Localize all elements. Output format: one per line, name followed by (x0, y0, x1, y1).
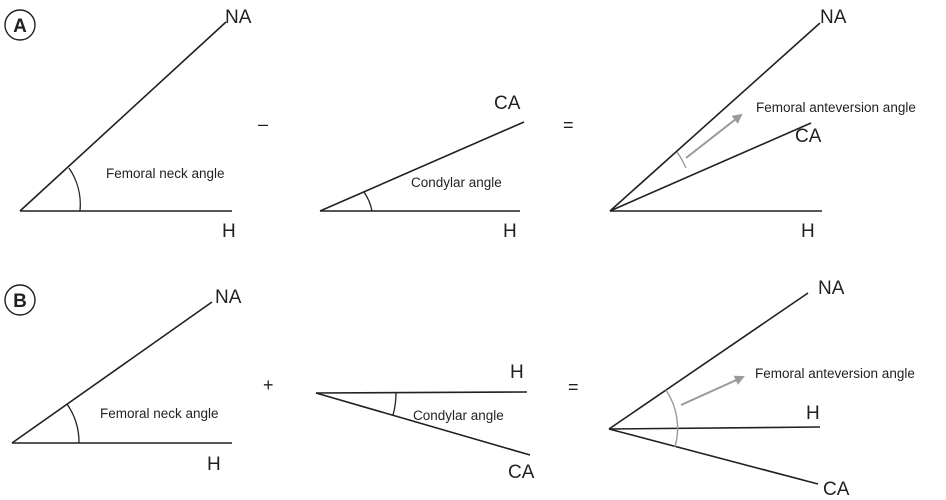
na-label: NA (820, 7, 847, 28)
equals-operator: = (568, 377, 579, 397)
svg-text:A: A (13, 16, 27, 37)
panel-b-condylar-angle-figure: H CA Condylar angle (315, 362, 535, 483)
neck-angle-arc (66, 403, 80, 444)
neck-axis-line (609, 22, 821, 212)
condylar-angle-label: Condylar angle (411, 175, 502, 190)
na-label: NA (225, 7, 252, 28)
panel-b: B NA H Femoral neck angle + H CA Condyla… (4, 278, 915, 500)
ca-label: CA (823, 479, 850, 500)
condylar-angle-arc (392, 392, 397, 416)
neck-angle-label: Femoral neck angle (100, 406, 219, 421)
neck-angle-label: Femoral neck angle (106, 166, 225, 181)
h-label: H (801, 221, 815, 242)
condylar-angle-label: Condylar angle (413, 408, 504, 423)
panel-a-anteversion-figure: NA CA H Femoral anteversion angle (609, 7, 916, 242)
anteversion-arrow (685, 113, 743, 159)
equals-operator: = (563, 115, 574, 135)
anteversion-angle-label: Femoral anteversion angle (755, 366, 915, 381)
horizontal-line (315, 391, 528, 394)
h-label: H (503, 221, 517, 242)
condylar-axis-line (319, 121, 525, 212)
na-label: NA (818, 278, 845, 299)
panel-b-anteversion-figure: NA H CA Femoral anteversion angle (608, 278, 915, 500)
anteversion-angle-arc (676, 151, 687, 169)
anteversion-angle-label: Femoral anteversion angle (756, 100, 916, 115)
neck-angle-arc (68, 167, 81, 212)
anteversion-arrow (680, 375, 745, 406)
horizontal-line (608, 426, 821, 430)
condylar-angle-arc (363, 191, 373, 212)
h-label: H (207, 454, 221, 475)
condylar-axis-line (608, 428, 819, 485)
minus-operator: – (258, 114, 268, 134)
panel-a: A NA H Femoral neck angle – CA H Condyla… (4, 7, 916, 242)
panel-a-label: A (4, 9, 36, 41)
h-label: H (222, 221, 236, 242)
neck-axis-line (608, 292, 809, 430)
ca-label: CA (508, 462, 535, 483)
panel-a-condylar-angle-figure: CA H Condylar angle (319, 93, 525, 242)
ca-label: CA (494, 93, 521, 114)
svg-text:B: B (13, 291, 27, 312)
plus-operator: + (263, 375, 274, 395)
neck-axis-line (19, 21, 227, 212)
panel-a-neck-angle-figure: NA H Femoral neck angle (19, 7, 252, 242)
condylar-axis-line (609, 122, 812, 212)
neck-axis-line (11, 301, 213, 444)
panel-b-neck-angle-figure: NA H Femoral neck angle (11, 287, 242, 475)
ca-label: CA (795, 126, 822, 147)
panel-b-label: B (4, 284, 36, 316)
h-label: H (806, 403, 820, 424)
anteversion-angle-arc (665, 389, 679, 448)
h-label: H (510, 362, 524, 383)
na-label: NA (215, 287, 242, 308)
condylar-axis-line (315, 392, 531, 456)
